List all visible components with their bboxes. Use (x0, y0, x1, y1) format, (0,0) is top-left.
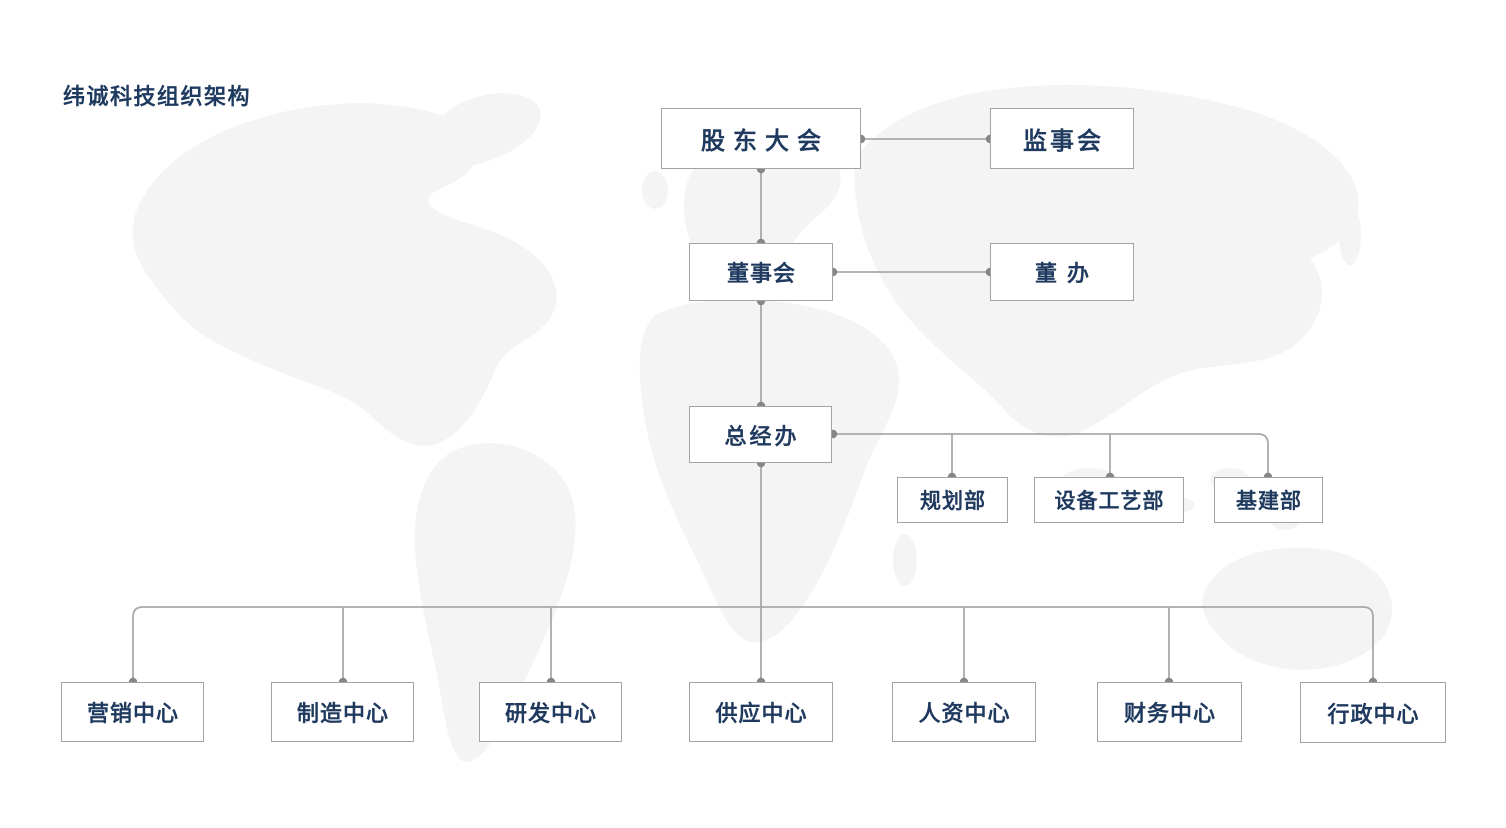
org-node-infrastructure-dept: 基建部 (1214, 477, 1323, 523)
org-node-marketing-center: 营销中心 (61, 682, 204, 742)
org-node-supervisory-board: 监事会 (990, 108, 1134, 169)
org-node-gm-office: 总经办 (689, 406, 832, 463)
org-node-label: 监事会 (1023, 128, 1104, 155)
org-node-label: 总经办 (724, 423, 800, 449)
org-node-planning-dept: 规划部 (897, 477, 1008, 523)
org-node-label: 人资中心 (918, 701, 1011, 726)
org-node-equipment-process-dept: 设备工艺部 (1034, 477, 1184, 523)
org-node-label: 股东大会 (701, 128, 829, 155)
org-node-board-office: 董办 (990, 243, 1134, 301)
org-node-label: 规划部 (920, 490, 986, 513)
org-node-board-of-directors: 董事会 (689, 243, 833, 301)
org-node-label: 董办 (1034, 261, 1099, 286)
org-node-shareholders-meeting: 股东大会 (661, 108, 861, 169)
org-node-rd-center: 研发中心 (479, 682, 622, 742)
org-node-label: 研发中心 (504, 701, 597, 726)
org-node-label: 设备工艺部 (1054, 490, 1165, 513)
org-node-label: 供应中心 (715, 701, 808, 726)
org-node-label: 行政中心 (1327, 701, 1420, 727)
org-node-label: 财务中心 (1123, 701, 1216, 726)
org-node-label: 营销中心 (86, 701, 179, 726)
org-node-label: 基建部 (1236, 490, 1302, 513)
org-node-manufacturing-center: 制造中心 (271, 682, 414, 742)
org-node-finance-center: 财务中心 (1097, 682, 1242, 742)
org-node-label: 董事会 (726, 261, 796, 286)
org-node-label: 制造中心 (296, 701, 389, 726)
org-node-supply-center: 供应中心 (689, 682, 833, 742)
org-node-hr-center: 人资中心 (892, 682, 1036, 742)
org-node-admin-center: 行政中心 (1300, 682, 1446, 743)
page-title: 纬诚科技组织架构 (63, 84, 252, 109)
